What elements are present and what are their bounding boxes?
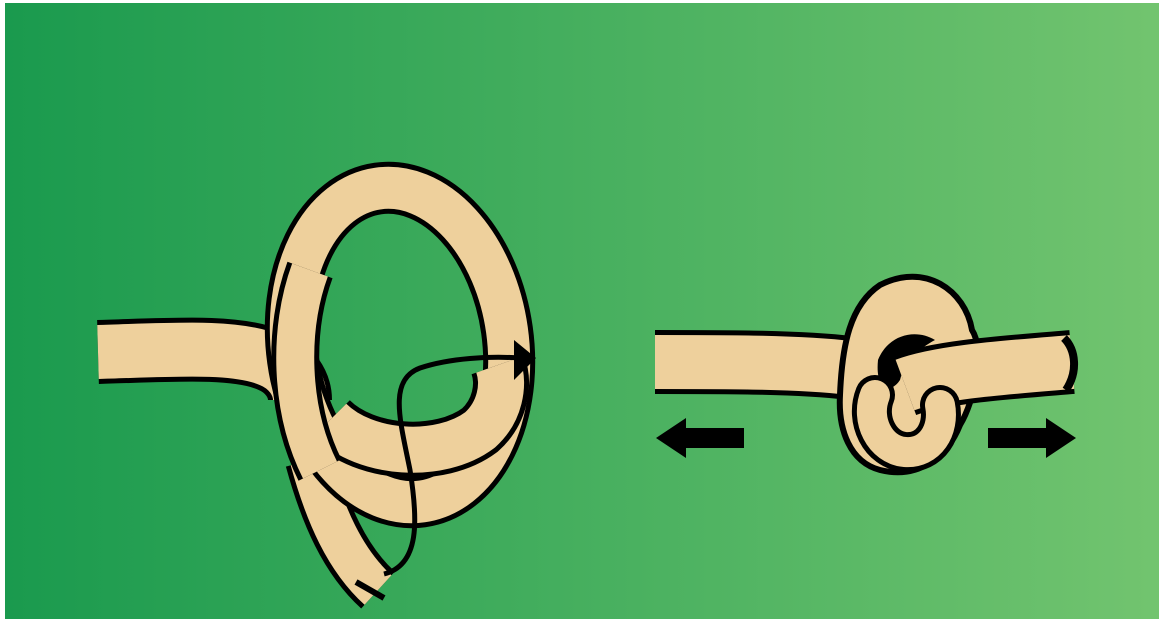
pull-arrow-left-shaft <box>680 428 744 448</box>
knot-rope-right-fill <box>905 362 1072 385</box>
knot-rope-left-fill <box>655 362 850 368</box>
background-panel <box>5 3 1159 619</box>
pull-arrow-right-shaft <box>988 428 1050 448</box>
